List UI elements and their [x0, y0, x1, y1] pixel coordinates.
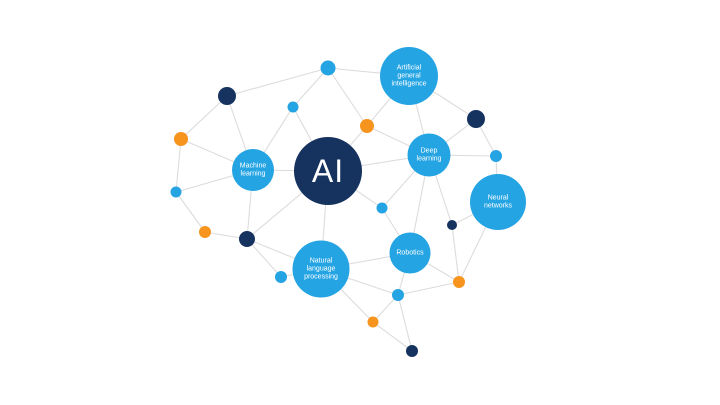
orange-left-circle: [174, 132, 188, 146]
node-orange-right: [453, 276, 465, 288]
edge-navy-topleft--orange-left: [180, 95, 228, 140]
blue-center-circle: [376, 202, 388, 214]
node-navy-right: [447, 220, 457, 230]
navy-right-circle: [447, 220, 457, 230]
edge-orange-right--blue-bottom: [397, 281, 460, 296]
node-blue-right: [490, 150, 502, 162]
edge-blue-top--orange-top: [327, 67, 368, 127]
navy-topright-circle: [467, 110, 485, 128]
deep-learning-circle: [407, 133, 451, 177]
navy-topleft-circle: [218, 87, 236, 105]
blue-top-circle: [320, 60, 336, 76]
node-blue-bottom: [392, 289, 404, 301]
node-blue-uppermid: [287, 101, 299, 113]
nlp-circle: [292, 240, 350, 298]
node-navy-left: [239, 231, 255, 247]
node-orange-top: [360, 119, 374, 133]
node-navy-topright: [467, 110, 485, 128]
navy-left-circle: [239, 231, 255, 247]
node-orange-left: [174, 132, 188, 146]
robotics-label: Robotics: [396, 250, 424, 257]
blue-uppermid-circle: [287, 101, 299, 113]
edges: [175, 67, 499, 352]
blue-bottom-circle: [392, 289, 404, 301]
neural-networks-circle: [470, 174, 526, 230]
ai-label: AI: [312, 153, 344, 189]
edge-orange-right--navy-right: [451, 224, 460, 283]
orange-lowerleft-circle: [199, 226, 211, 238]
node-blue-bottomleft: [275, 271, 287, 283]
node-robotics: Robotics: [389, 232, 431, 274]
edge-blue-bottom--orange-bottom: [372, 294, 399, 323]
robotics-circle: [389, 232, 431, 274]
edge-blue-left--orange-lowerleft: [175, 191, 206, 233]
orange-right-circle: [453, 276, 465, 288]
edge-orange-bottom--navy-bottom: [372, 321, 413, 352]
machine-learning-circle: [232, 149, 274, 191]
agi-circle: [380, 47, 438, 105]
orange-bottom-circle: [367, 316, 379, 328]
node-ai: AI: [294, 137, 362, 205]
node-orange-bottom: [367, 316, 379, 328]
edge-orange-left--blue-left: [175, 138, 182, 193]
node-navy-topleft: [218, 87, 236, 105]
blue-bottomleft-circle: [275, 271, 287, 283]
edge-navy-left--blue-bottomleft: [246, 238, 282, 278]
edge-blue-top--navy-topleft: [226, 67, 329, 97]
blue-left-circle: [170, 186, 182, 198]
node-blue-center: [376, 202, 388, 214]
orange-top-circle: [360, 119, 374, 133]
node-navy-bottom: [406, 345, 418, 357]
ai-circle: [294, 137, 362, 205]
blue-right-circle: [490, 150, 502, 162]
edge-blue-bottom--navy-bottom: [397, 294, 413, 352]
node-blue-left: [170, 186, 182, 198]
node-orange-lowerleft: [199, 226, 211, 238]
edge-blue-top--blue-uppermid: [292, 67, 329, 108]
navy-bottom-circle: [406, 345, 418, 357]
node-blue-top: [320, 60, 336, 76]
